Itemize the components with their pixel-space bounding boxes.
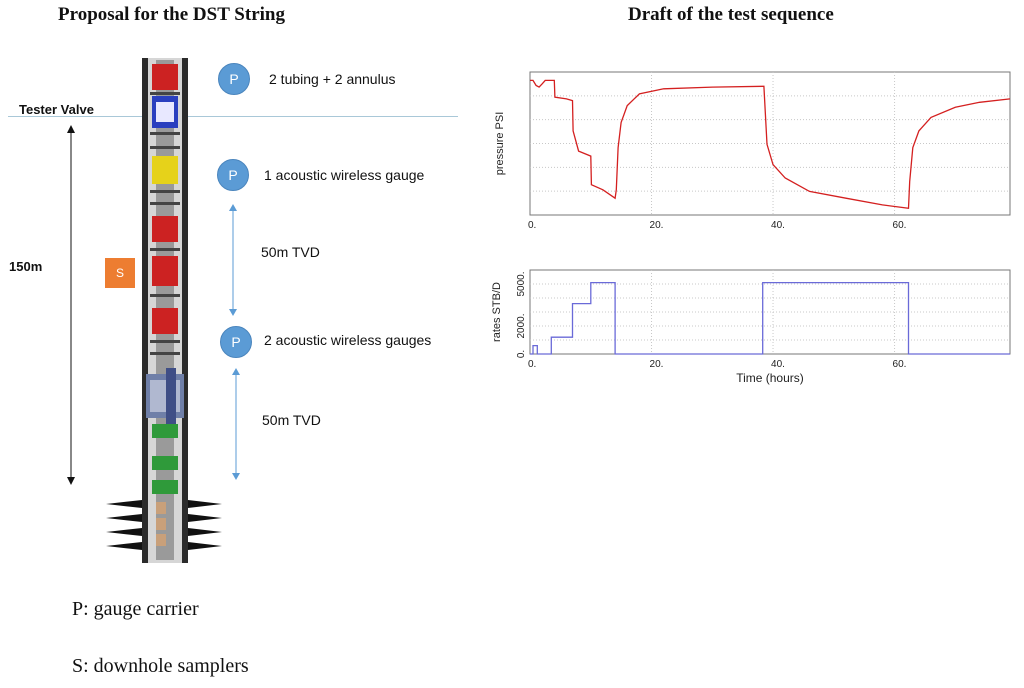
tool-green-2: [152, 456, 178, 470]
tool-green-3: [152, 480, 178, 494]
x-tick-label: 40.: [771, 359, 785, 370]
x-tick-label: 60.: [893, 359, 907, 370]
length-dimension-arrow: [67, 125, 75, 485]
tool-green-1: [152, 424, 178, 438]
y-tick-label: 5000.: [516, 271, 527, 296]
x-tick-label: 40.: [771, 220, 785, 231]
spacing-arrow-2: [232, 368, 240, 480]
spacing-label-1: 50m TVD: [261, 244, 320, 260]
tool-red-2: [152, 216, 178, 242]
gauge-label-2: 1 acoustic wireless gauge: [264, 167, 425, 183]
tester-valve-label: Tester Valve: [19, 102, 94, 117]
gauge-badge-1: P: [218, 63, 250, 95]
tool-red-3: [152, 256, 178, 286]
gauge-label-3: 2 acoustic wireless gauges: [264, 332, 432, 348]
x-tick-label: 0.: [528, 359, 536, 370]
spacing-label-2: 50m TVD: [262, 412, 321, 428]
y-tick-label: 2000.: [516, 313, 527, 338]
x-tick-label: 0.: [528, 220, 536, 231]
tool-red-1: [152, 64, 178, 90]
x-tick-label: 60.: [893, 220, 907, 231]
rate-series-line: [530, 281, 1010, 355]
length-label: 150m: [9, 259, 43, 274]
y-axis-label: rates STB/D: [491, 282, 503, 342]
sampler-badge: S: [105, 258, 135, 288]
gauge-badge-3: P: [220, 326, 252, 358]
pressure-series-line: [530, 79, 1011, 210]
gauge-badge-2: P: [217, 159, 249, 191]
legend-gauge-carrier: P: gauge carrier: [72, 598, 199, 620]
y-tick-label: 0.: [516, 350, 527, 358]
tester-valve-line: [8, 116, 458, 117]
right-title: Draft of the test sequence: [628, 4, 834, 25]
x-tick-label: 20.: [650, 359, 664, 370]
spacing-arrow-1: [229, 204, 237, 316]
tool-red-4: [152, 308, 178, 334]
tool-yellow: [152, 156, 178, 184]
left-title: Proposal for the DST String: [58, 4, 285, 25]
x-tick-label: 20.: [650, 220, 664, 231]
perforations: [106, 500, 222, 550]
dst-string-diagram: [106, 58, 222, 563]
test-sequence-chart: 0. 20. 40. 60. pressure PSI 0. 20. 40. 60. 0. 2000…: [491, 71, 1011, 385]
y-axis-label: pressure PSI: [494, 112, 506, 176]
legend-downhole-samplers: S: downhole samplers: [72, 655, 249, 677]
x-axis-label: Time (hours): [736, 371, 804, 385]
gauge-label-1: 2 tubing + 2 annulus: [269, 71, 396, 87]
